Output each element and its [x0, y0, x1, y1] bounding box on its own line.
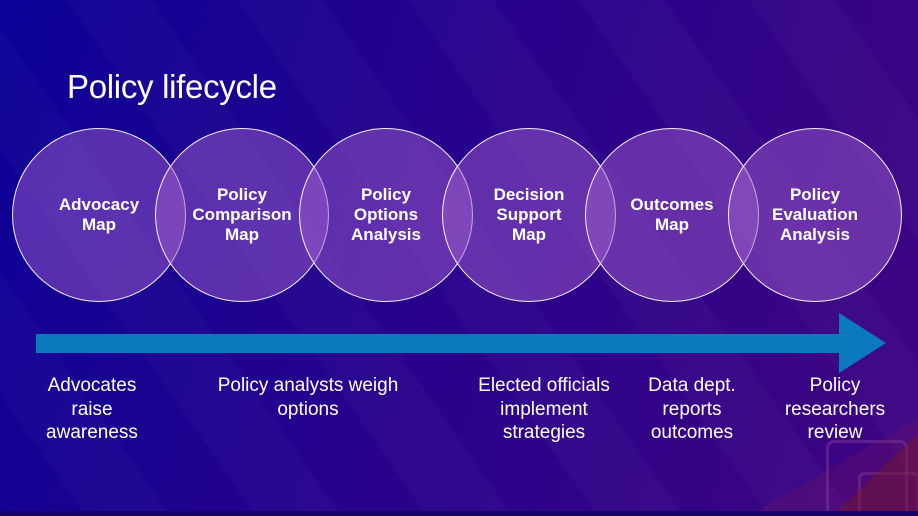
label-line: Support	[496, 205, 562, 224]
circle-label: Policy Evaluation Analysis	[772, 185, 858, 245]
circle-label: Policy Options Analysis	[351, 185, 421, 245]
label-line: Advocacy	[58, 195, 140, 214]
deco-triangle-strong	[832, 433, 918, 516]
caption-line: Policy analysts weigh	[217, 375, 399, 396]
label-line: Map	[511, 225, 546, 244]
label-line: Comparison	[192, 205, 292, 224]
arrow-shaft	[36, 334, 839, 353]
caption-line: review	[807, 422, 863, 443]
caption-line: outcomes	[650, 422, 734, 443]
caption-line: strategies	[502, 422, 586, 443]
caption-line: options	[277, 398, 339, 420]
caption-line: Advocates	[47, 375, 137, 396]
circle-label: Outcomes Map	[630, 195, 713, 235]
caption-line: implement	[500, 398, 588, 420]
label-line: Evaluation	[772, 205, 858, 224]
caption-line: reports	[662, 398, 722, 420]
caption-advocates: Advocates raise awareness	[0, 374, 192, 445]
arrow-head-icon	[839, 313, 886, 373]
caption-line: Elected officials	[478, 375, 610, 396]
caption-line: raise	[71, 398, 113, 420]
label-line: Analysis	[351, 225, 421, 244]
bottom-edge-strip	[0, 511, 918, 516]
label-line: Map	[81, 215, 116, 234]
label-line: Decision	[493, 185, 565, 204]
label-line: Policy	[789, 185, 841, 204]
caption-line: awareness	[46, 422, 138, 443]
circle-decision-support-map: Decision Support Map	[442, 128, 616, 302]
caption-line: Policy	[809, 375, 861, 396]
circle-label: Decision Support Map	[494, 185, 565, 245]
label-line: Map	[225, 225, 259, 244]
caption-line: researchers	[784, 398, 886, 420]
caption-policy-researchers: Policy researchers review	[735, 374, 918, 445]
deco-square-inner	[858, 472, 918, 516]
circle-policy-evaluation-analysis: Policy Evaluation Analysis	[728, 128, 902, 302]
deco-square-outer	[826, 440, 908, 516]
circle-policy-options-analysis: Policy Options Analysis	[299, 128, 473, 302]
caption-policy-analysts: Policy analysts weigh options	[208, 374, 408, 421]
circle-label: Advocacy Map	[59, 195, 139, 235]
label-line: Policy	[216, 185, 268, 204]
label-line: Policy	[360, 185, 412, 204]
caption-line: Data dept.	[648, 375, 736, 396]
caption-elected-officials: Elected officials implement strategies	[444, 374, 644, 445]
label-line: Outcomes	[630, 195, 714, 214]
label-line: Options	[353, 205, 419, 224]
label-line: Analysis	[780, 225, 850, 244]
circle-label: Policy Comparison Map	[192, 185, 291, 245]
label-line: Map	[654, 215, 689, 234]
slide-title: Policy lifecycle	[67, 68, 277, 105]
caption-data-dept: Data dept. reports outcomes	[592, 374, 792, 445]
